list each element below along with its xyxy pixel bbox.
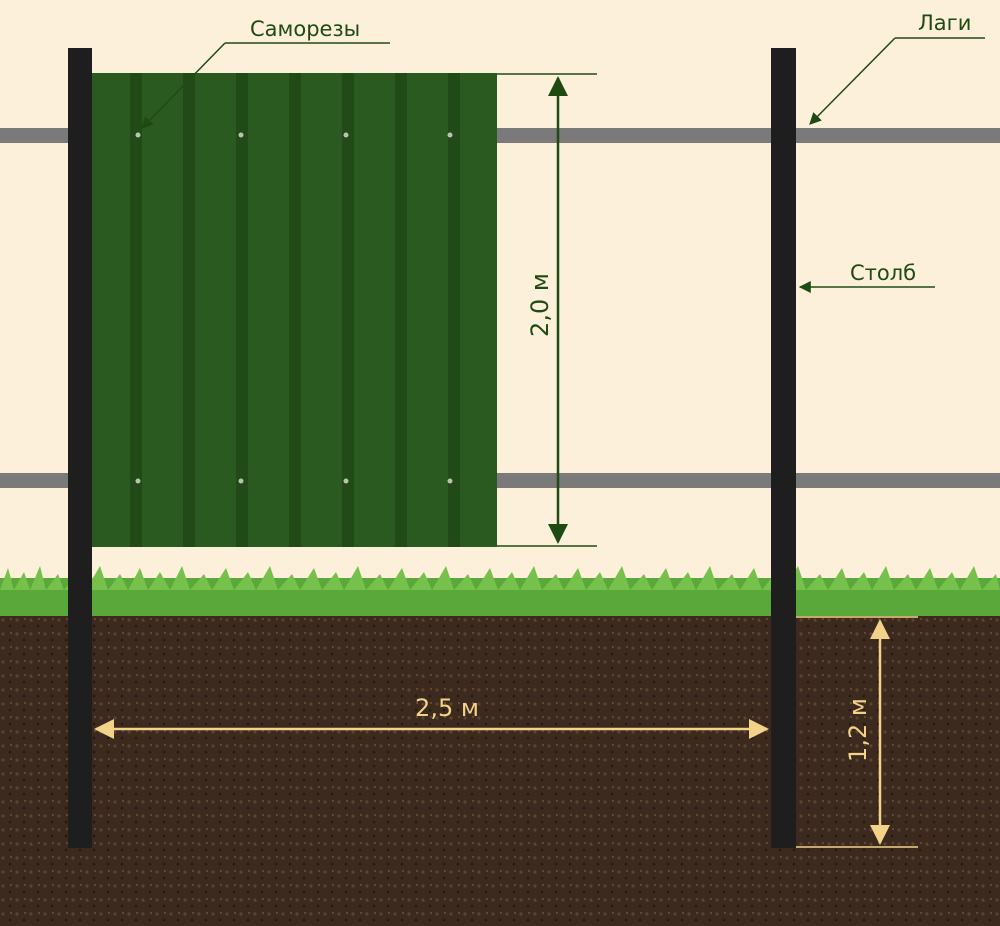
- callout-screws: [141, 42, 390, 129]
- rails-label: Лаги: [918, 11, 971, 35]
- post-spacing-label: 2,5 м: [415, 694, 479, 722]
- post-right: [771, 48, 796, 848]
- post-depth-label: 1,2 м: [844, 698, 872, 762]
- dimension-sheet-height: [497, 73, 597, 547]
- dimension-post-depth: [796, 616, 918, 848]
- post-label: Столб: [850, 261, 916, 285]
- grass-blades: [0, 566, 1000, 590]
- sheet-height-label: 2,0 м: [526, 273, 554, 337]
- profiled-sheet: [92, 73, 497, 547]
- soil: [0, 612, 1000, 926]
- grass: [0, 578, 1000, 616]
- post-left: [68, 48, 92, 848]
- callout-rails: [809, 37, 985, 125]
- screw-dots: [135, 132, 453, 484]
- screws-label: Саморезы: [250, 17, 360, 41]
